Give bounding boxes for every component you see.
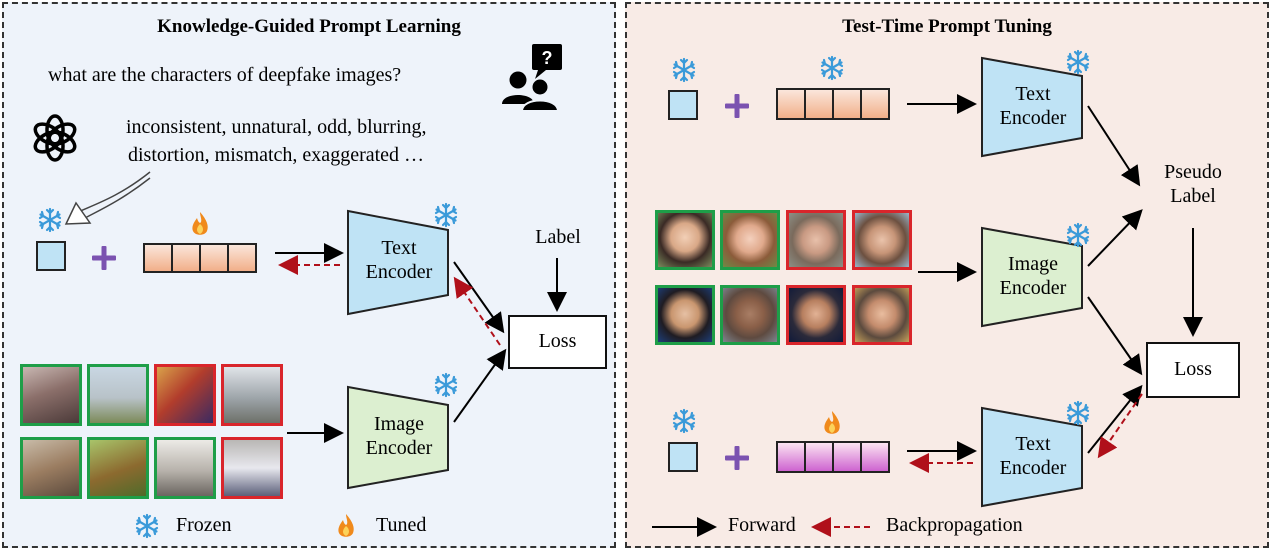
class-token-box xyxy=(668,442,698,472)
right-tuned-text-encoder-shape xyxy=(981,406,1083,508)
snowflake-icon xyxy=(1066,222,1090,248)
legend-frozen-label: Frozen xyxy=(176,514,232,536)
people-question-icon: ? xyxy=(502,44,562,112)
svg-text:?: ? xyxy=(542,48,553,68)
face-image-thumb xyxy=(852,285,912,345)
face-image-thumb xyxy=(655,210,715,270)
face-image-thumb xyxy=(852,210,912,270)
training-image-thumb xyxy=(221,364,283,426)
face-image-thumb xyxy=(720,210,780,270)
snowflake-icon xyxy=(672,57,696,83)
llm-answer-line1: inconsistent, unnatural, odd, blurring, xyxy=(126,116,427,138)
face-image-thumb xyxy=(786,210,846,270)
openai-logo-icon xyxy=(33,114,77,162)
right-panel-title: Test-Time Prompt Tuning xyxy=(842,16,1052,37)
class-token-box xyxy=(36,241,66,271)
snowflake-icon xyxy=(434,202,458,228)
face-image-thumb xyxy=(786,285,846,345)
training-image-thumb xyxy=(20,437,82,499)
snowflake-icon xyxy=(820,55,844,81)
left-text-encoder-shape xyxy=(347,209,449,316)
learnable-prompt-vector xyxy=(143,243,257,273)
label-text: Label xyxy=(535,226,581,248)
right-image-encoder-shape xyxy=(981,226,1083,328)
snowflake-icon xyxy=(1066,49,1090,75)
plus-icon xyxy=(725,94,749,118)
legend-forward-label: Forward xyxy=(728,514,796,536)
plus-icon xyxy=(725,446,749,470)
legend-tuned-label: Tuned xyxy=(376,514,427,536)
right-text-encoder-shape xyxy=(981,56,1083,158)
face-image-thumb xyxy=(720,285,780,345)
left-image-encoder-shape xyxy=(347,385,449,490)
snowflake-icon xyxy=(434,372,458,398)
flame-icon xyxy=(824,411,840,434)
snowflake-icon xyxy=(1066,400,1090,426)
training-image-thumb xyxy=(154,364,216,426)
tuned-prompt-vector xyxy=(776,441,890,473)
training-image-thumb xyxy=(20,364,82,426)
left-loss-box: Loss xyxy=(508,315,607,369)
training-image-thumb xyxy=(87,437,149,499)
legend-backprop-label: Backpropagation xyxy=(886,514,1023,536)
right-loss-box: Loss xyxy=(1146,342,1240,398)
frozen-prompt-vector xyxy=(776,88,890,120)
snowflake-icon xyxy=(38,207,62,233)
llm-answer-line2: distortion, mismatch, exaggerated … xyxy=(128,144,425,166)
training-image-thumb xyxy=(221,437,283,499)
left-panel-title: Knowledge-Guided Prompt Learning xyxy=(157,16,461,37)
training-image-thumb xyxy=(87,364,149,426)
flame-icon xyxy=(338,514,354,537)
plus-icon xyxy=(92,246,116,270)
class-token-box xyxy=(668,90,698,120)
deepfake-question-text: what are the characters of deepfake imag… xyxy=(48,64,402,86)
snowflake-icon xyxy=(672,408,696,434)
snowflake-icon xyxy=(135,513,159,539)
face-image-thumb xyxy=(655,285,715,345)
training-image-thumb xyxy=(154,437,216,499)
flame-icon xyxy=(192,212,208,235)
